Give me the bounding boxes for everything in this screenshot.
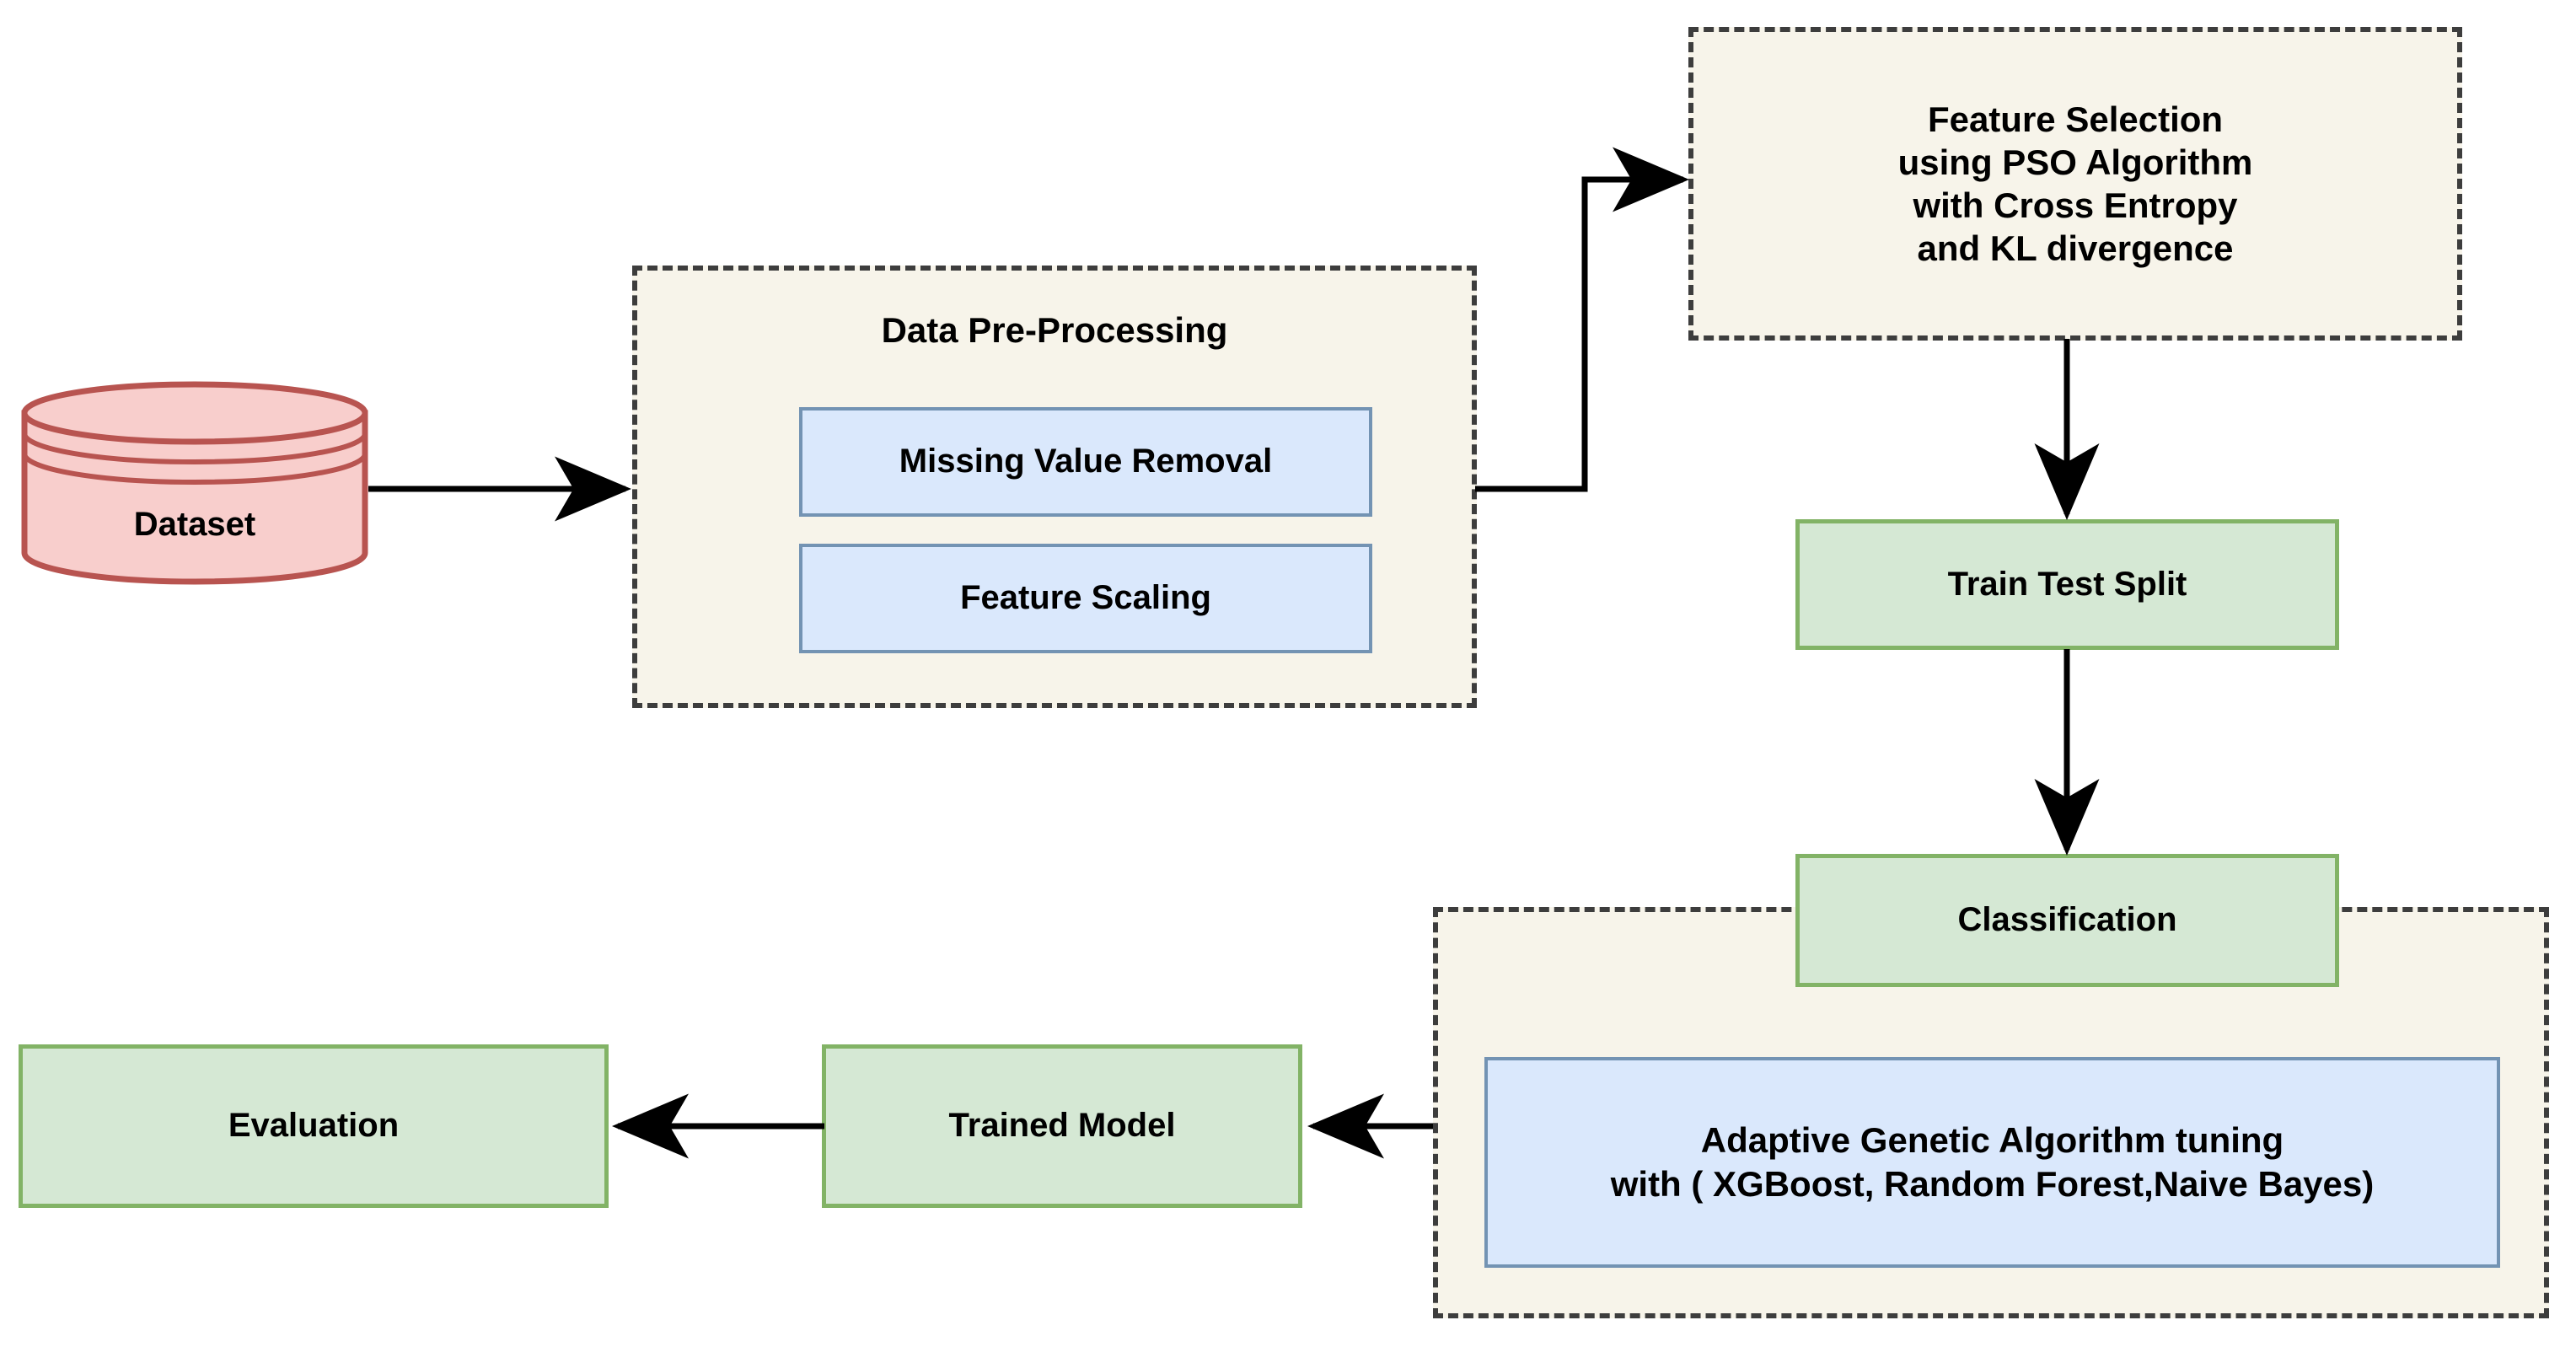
adaptive-ga-tuning-box[interactable]: Adaptive Genetic Algorithm tuning with (… xyxy=(1484,1057,2500,1268)
train-test-split-label: Train Test Split xyxy=(1947,565,2187,603)
missing-value-removal-label: Missing Value Removal xyxy=(899,443,1273,480)
adaptive-ga-line-2: with ( XGBoost, Random Forest,Naive Baye… xyxy=(1610,1164,2375,1204)
feature-scaling-label: Feature Scaling xyxy=(960,579,1211,617)
feature-selection-line-3: with Cross Entropy xyxy=(1913,185,2238,225)
dataset-label: Dataset xyxy=(133,506,256,543)
edge-preprocessing-to-feature-selection xyxy=(1475,147,1689,492)
classification-box[interactable]: Classification xyxy=(1795,854,2339,987)
missing-value-removal-box[interactable]: Missing Value Removal xyxy=(799,407,1372,517)
evaluation-label: Evaluation xyxy=(228,1107,400,1145)
data-preprocessing-title: Data Pre-Processing xyxy=(881,310,1228,350)
classification-label: Classification xyxy=(1957,901,2177,939)
trained-model-label: Trained Model xyxy=(948,1107,1176,1145)
evaluation-box[interactable]: Evaluation xyxy=(19,1044,609,1208)
adaptive-ga-tuning-text: Adaptive Genetic Algorithm tuning with (… xyxy=(1611,1119,2375,1207)
feature-scaling-box[interactable]: Feature Scaling xyxy=(799,544,1372,653)
feature-selection-group[interactable]: Feature Selection using PSO Algorithm wi… xyxy=(1688,27,2462,341)
feature-selection-line-2: using PSO Algorithm xyxy=(1897,142,2253,182)
tuning-group[interactable]: Adaptive Genetic Algorithm tuning with (… xyxy=(1433,907,2549,1318)
feature-selection-line-1: Feature Selection xyxy=(1927,99,2224,139)
trained-model-box[interactable]: Trained Model xyxy=(822,1044,1302,1208)
feature-selection-text: Feature Selection using PSO Algorithm wi… xyxy=(1898,98,2253,271)
train-test-split-box[interactable]: Train Test Split xyxy=(1795,519,2339,650)
data-preprocessing-group[interactable]: Data Pre-Processing Missing Value Remova… xyxy=(632,266,1477,708)
cylinder-icon xyxy=(21,381,368,585)
feature-selection-line-4: and KL divergence xyxy=(1917,228,2234,269)
dataset-node[interactable]: Dataset xyxy=(19,381,371,585)
adaptive-ga-line-1: Adaptive Genetic Algorithm tuning xyxy=(1700,1119,2284,1160)
